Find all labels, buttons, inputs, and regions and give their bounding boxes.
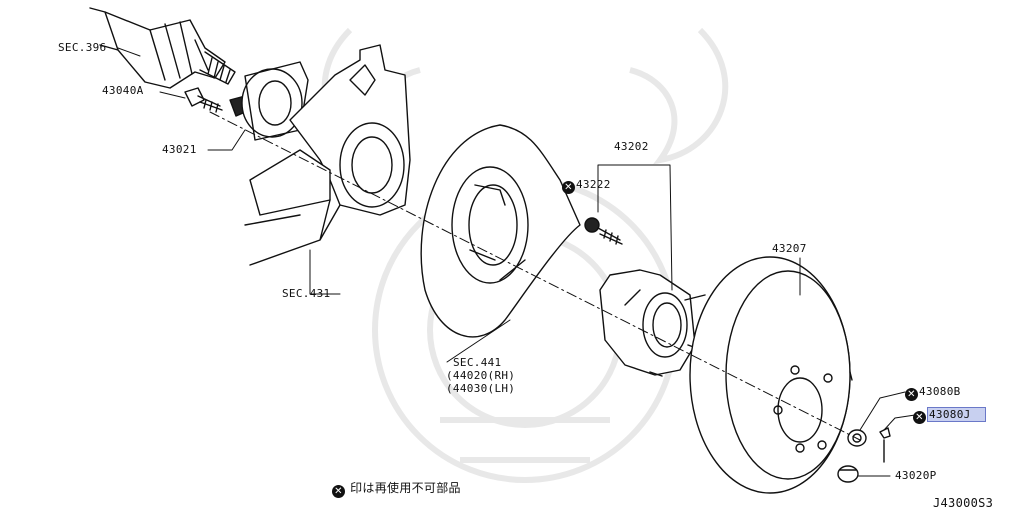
bolt-43040a	[184, 87, 223, 113]
assembly-axis	[209, 111, 861, 441]
knuckle-sec431	[244, 44, 411, 266]
label-43080b: ✕43080B	[905, 386, 961, 401]
label-sec396: SEC.396	[58, 41, 107, 54]
cotter-pin-43080j	[879, 427, 891, 463]
x-circle-icon: ✕	[913, 411, 926, 424]
x-circle-icon: ✕	[332, 485, 345, 498]
x-circle-icon: ✕	[562, 181, 575, 194]
hub-assembly-43202	[599, 269, 706, 377]
drive-shaft	[89, 7, 236, 89]
diagram-id: J43000S3	[933, 496, 994, 510]
label-43080j: ✕43080J	[913, 407, 986, 424]
label-44030: (44030(LH)	[446, 382, 516, 395]
label-43021: 43021	[162, 143, 197, 156]
cap-43020p	[837, 465, 859, 483]
label-sec441: SEC.441	[453, 356, 502, 369]
label-44020: (44020(RH)	[446, 369, 516, 382]
leader-lines	[117, 47, 916, 477]
label-43222: ✕43222	[562, 179, 611, 194]
highlighted-part-number: 43080J	[927, 407, 986, 422]
label-43207: 43207	[772, 242, 807, 255]
seal-43021	[229, 61, 309, 141]
label-43020p: 43020P	[895, 469, 937, 482]
label-sec431: SEC.431	[282, 287, 331, 300]
disc-rotor-43207	[689, 256, 853, 494]
label-43202: 43202	[614, 140, 649, 153]
bolt-43222	[584, 217, 623, 245]
backing-plate-sec441	[420, 124, 581, 338]
x-circle-icon: ✕	[905, 388, 918, 401]
label-43040a: 43040A	[102, 84, 144, 97]
legend-non-reusable: ✕ 印は再使用不可部品	[332, 482, 461, 498]
